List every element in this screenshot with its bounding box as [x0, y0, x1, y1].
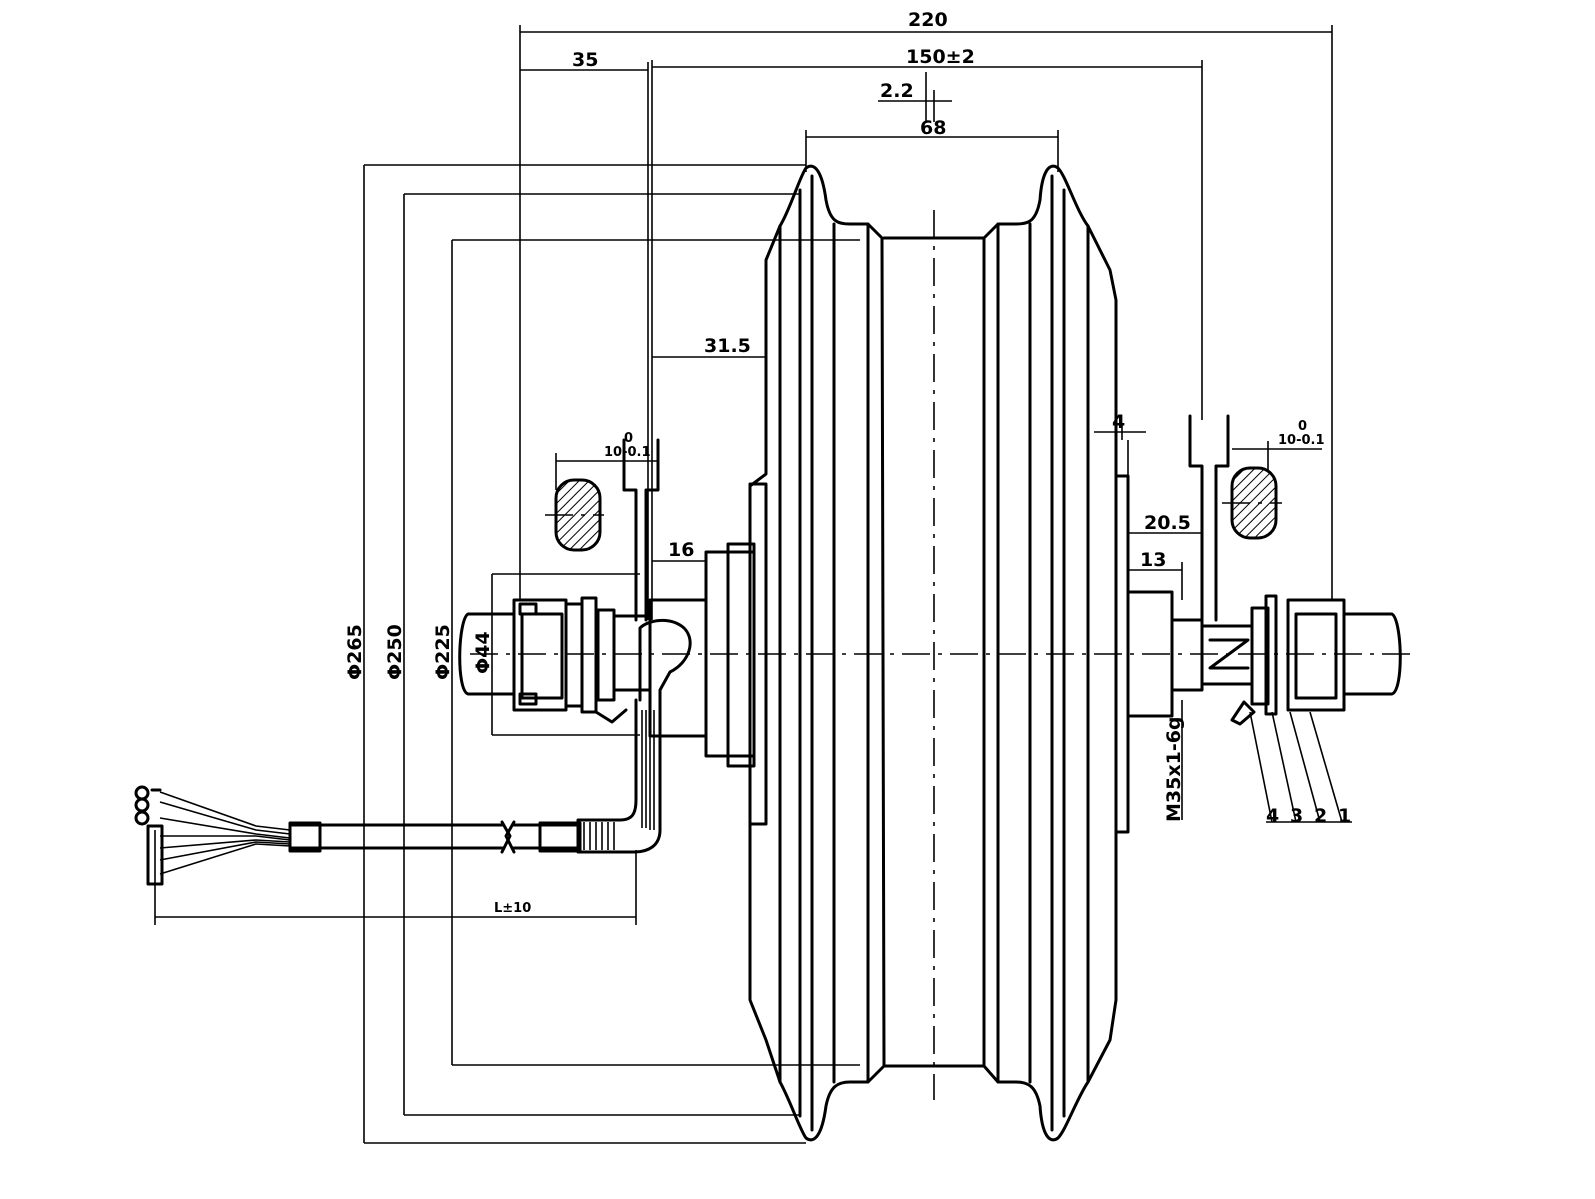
left-axle-section [554, 478, 602, 552]
part-3: 3 [1290, 805, 1303, 827]
part-1: 1 [1338, 805, 1351, 827]
dim-31-5: 31.5 [704, 335, 751, 357]
part-number-labels: 4 3 2 1 [1266, 805, 1351, 827]
thread-spec: M35x1-6g [1163, 716, 1185, 822]
dim-2-2: 2.2 [880, 80, 914, 102]
dim-35: 35 [572, 49, 598, 71]
dim-150: 150±2 [906, 46, 975, 68]
left-axle-assembly [458, 438, 768, 854]
dim-phi-225: Φ225 [432, 624, 454, 680]
dim-68: 68 [920, 117, 946, 139]
dim-cable-length: L±10 [494, 901, 531, 916]
right-axle-assembly [1114, 414, 1402, 834]
cable-sheath-bands [583, 710, 655, 850]
dim-4: 4 [1112, 411, 1125, 433]
part-2: 2 [1314, 805, 1327, 827]
wheel-rim [748, 164, 1118, 1142]
dim-220: 220 [908, 9, 948, 31]
right-axle-section [1230, 466, 1278, 540]
dim-10-left: 10-0.1 [604, 445, 651, 460]
part-4: 4 [1266, 805, 1279, 827]
dim-13: 13 [1140, 549, 1166, 571]
dim-0-left: 0 [624, 431, 633, 446]
dimension-lines [154, 25, 1333, 1144]
dim-20-5: 20.5 [1144, 512, 1191, 534]
dim-16: 16 [668, 539, 694, 561]
rotated-labels: Φ265 Φ250 Φ225 Φ44 M35x1-6g [344, 624, 1185, 822]
motor-cable [134, 785, 582, 886]
dim-phi-250: Φ250 [384, 624, 406, 680]
dim-phi-265: Φ265 [344, 624, 366, 680]
dim-10-right: 10-0.1 [1278, 433, 1325, 448]
dim-phi-44: Φ44 [472, 631, 494, 674]
dim-0-right: 0 [1298, 419, 1307, 434]
dimension-labels: 220 35 150±2 2.2 68 31.5 16 13 20.5 4 10… [494, 9, 1325, 916]
